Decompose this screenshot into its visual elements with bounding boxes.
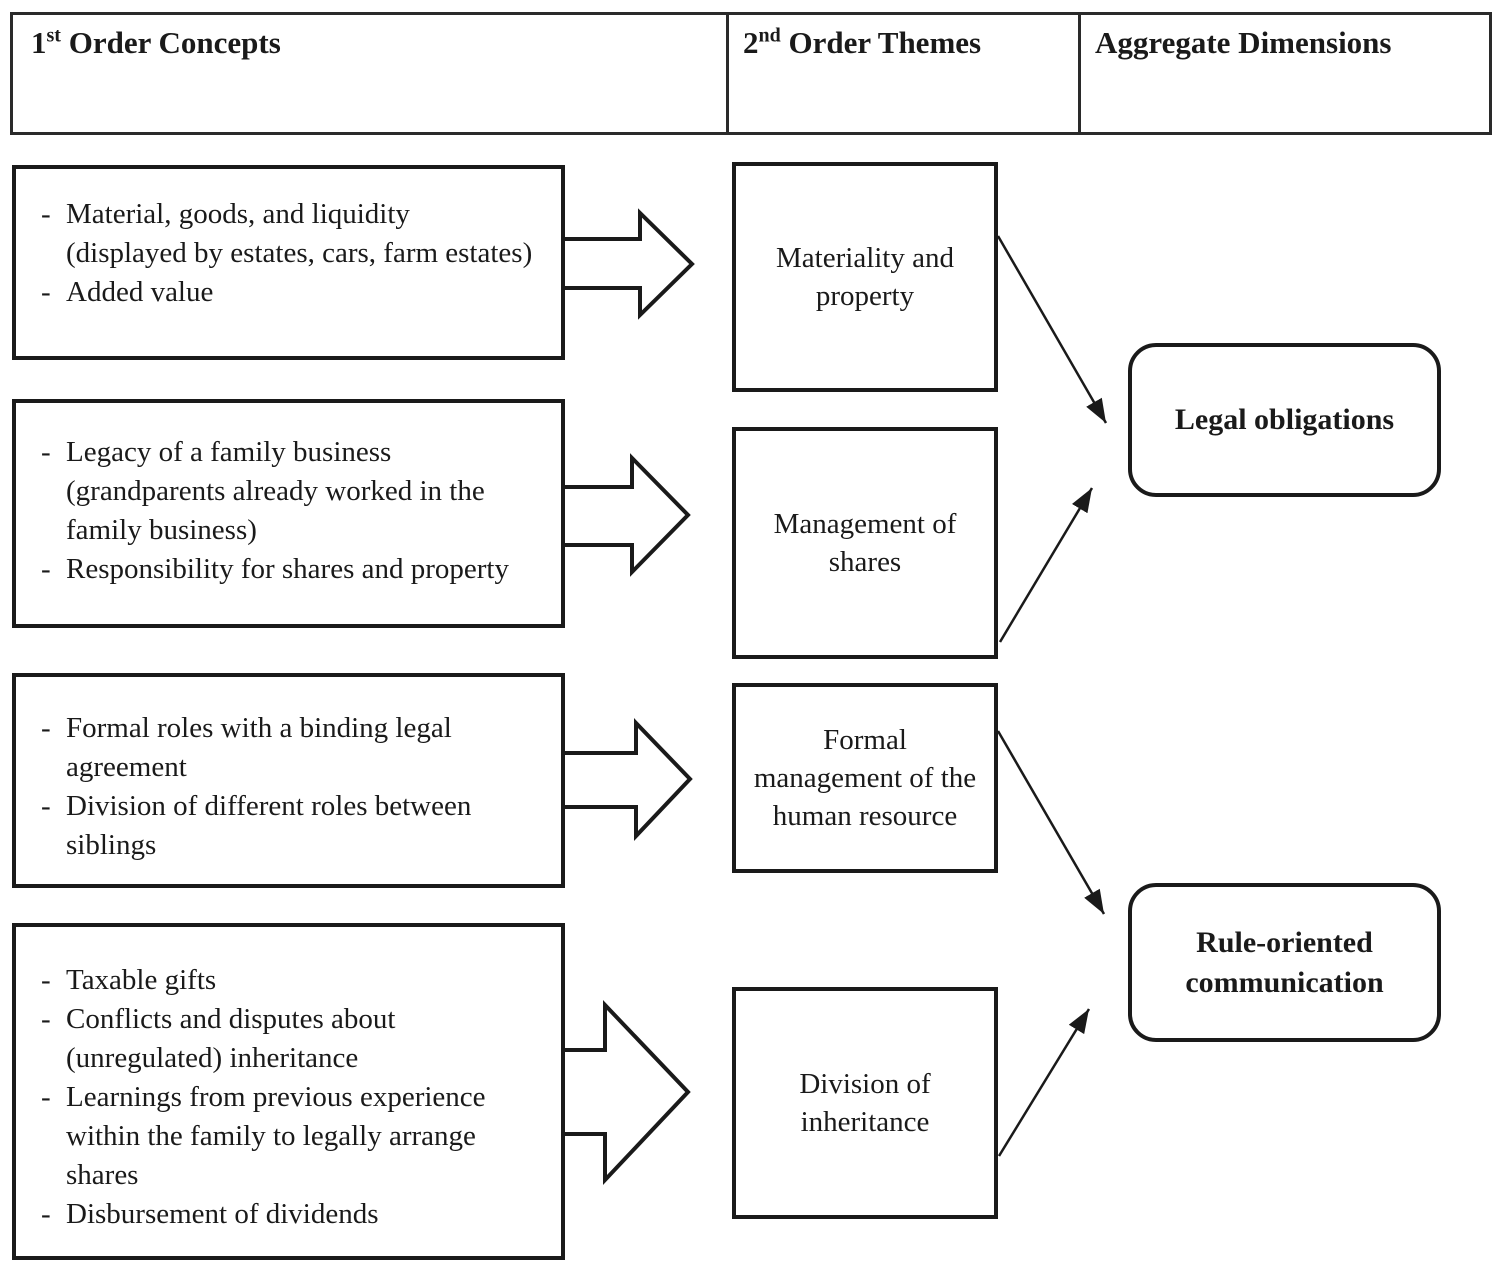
theme-box-materiality-and-property: Materiality and property [732, 162, 998, 392]
bullet-dash: - [41, 964, 51, 996]
bullet-dash: - [41, 712, 51, 744]
bullet-dash: - [41, 276, 51, 308]
list-item: -Legacy of a family business (grandparen… [41, 433, 536, 550]
theme-label: Management of shares [773, 508, 957, 578]
theme-label: Division of inheritance [799, 1068, 931, 1138]
list-item-text: Formal roles with a binding legal agreem… [66, 712, 452, 783]
bullet-dash: - [41, 1081, 51, 1113]
concept-box-legacy: -Legacy of a family business (grandparen… [12, 399, 565, 628]
bullet-dash: - [41, 1198, 51, 1230]
block-arrow-concepts4-to-theme4 [561, 1000, 691, 1186]
list-item-text: Disbursement of dividends [66, 1198, 379, 1230]
block-arrow-concepts1-to-theme1 [561, 208, 695, 320]
list-item: -Learnings from previous experience with… [41, 1078, 536, 1195]
header-col2-label: Order Themes [788, 25, 982, 60]
list-item: -Division of different roles between sib… [41, 787, 536, 865]
list-item: -Conflicts and disputes about (unregulat… [41, 1000, 536, 1078]
header-col1-number: 1 [31, 25, 47, 60]
header-col1-ordinal-suffix: st [46, 24, 61, 47]
header-second-order-themes: 2nd Order Themes [726, 15, 1078, 132]
concept-box-materiality: -Material, goods, and liquidity (display… [12, 165, 565, 360]
theme-label: Materiality and property [776, 242, 954, 312]
dimension-box-legal-obligations: Legal obligations [1128, 343, 1441, 497]
theme-box-formal-management-human-resource: Formal management of the human resource [732, 683, 998, 873]
list-item: -Material, goods, and liquidity (display… [41, 195, 536, 273]
list-item: -Responsibility for shares and property [41, 550, 536, 589]
header-aggregate-dimensions: Aggregate Dimensions [1078, 15, 1489, 132]
bullet-dash: - [41, 436, 51, 468]
list-item: -Formal roles with a binding legal agree… [41, 709, 536, 787]
header-col1-label: Order Concepts [68, 25, 281, 60]
header-first-order-concepts: 1st Order Concepts [13, 15, 726, 132]
list-item-text: Learnings from previous experience withi… [66, 1081, 486, 1191]
list-item-text: Legacy of a family business (grandparent… [66, 436, 485, 546]
list-item: -Taxable gifts [41, 961, 536, 1000]
link-arrow-theme3-to-rule-oriented-communication [996, 730, 1106, 915]
bullet-dash: - [41, 198, 51, 230]
link-arrow-theme1-to-legal-obligations [996, 235, 1108, 424]
list-item-text: Taxable gifts [66, 964, 217, 996]
bullet-dash: - [41, 1003, 51, 1035]
list-item-text: Responsibility for shares and property [66, 553, 509, 585]
list-item: -Added value [41, 273, 536, 312]
theme-label: Formal management of the human resource [753, 724, 977, 832]
concept-box-inheritance: -Taxable gifts -Conflicts and disputes a… [12, 923, 565, 1260]
list-item-text: Added value [66, 276, 214, 308]
concept-box-formal-roles: -Formal roles with a binding legal agree… [12, 673, 565, 888]
link-arrow-theme2-to-legal-obligations [998, 487, 1094, 643]
theme-box-management-of-shares: Management of shares [732, 427, 998, 659]
theme-box-division-of-inheritance: Division of inheritance [732, 987, 998, 1219]
bullet-dash: - [41, 553, 51, 585]
header-table: 1st Order Concepts 2nd Order Themes Aggr… [10, 12, 1492, 135]
link-arrow-theme4-to-rule-oriented-communication [997, 1008, 1091, 1157]
header-col2-ordinal-suffix: nd [758, 24, 781, 47]
list-item-text: Division of different roles between sibl… [66, 790, 472, 861]
block-arrow-concepts2-to-theme2 [561, 453, 691, 577]
header-col3-label: Aggregate Dimensions [1095, 25, 1392, 60]
dimension-label: Rule-oriented communication [1185, 925, 1384, 999]
block-arrow-concepts3-to-theme3 [561, 718, 693, 842]
bullet-dash: - [41, 790, 51, 822]
list-item-text: Material, goods, and liquidity (displaye… [66, 198, 533, 269]
dimension-label: Legal obligations [1174, 403, 1395, 436]
dimension-box-rule-oriented-communication: Rule-oriented communication [1128, 883, 1441, 1042]
list-item: -Disbursement of dividends [41, 1195, 536, 1234]
list-item-text: Conflicts and disputes about (unregulate… [66, 1003, 396, 1074]
header-col2-number: 2 [743, 25, 759, 60]
